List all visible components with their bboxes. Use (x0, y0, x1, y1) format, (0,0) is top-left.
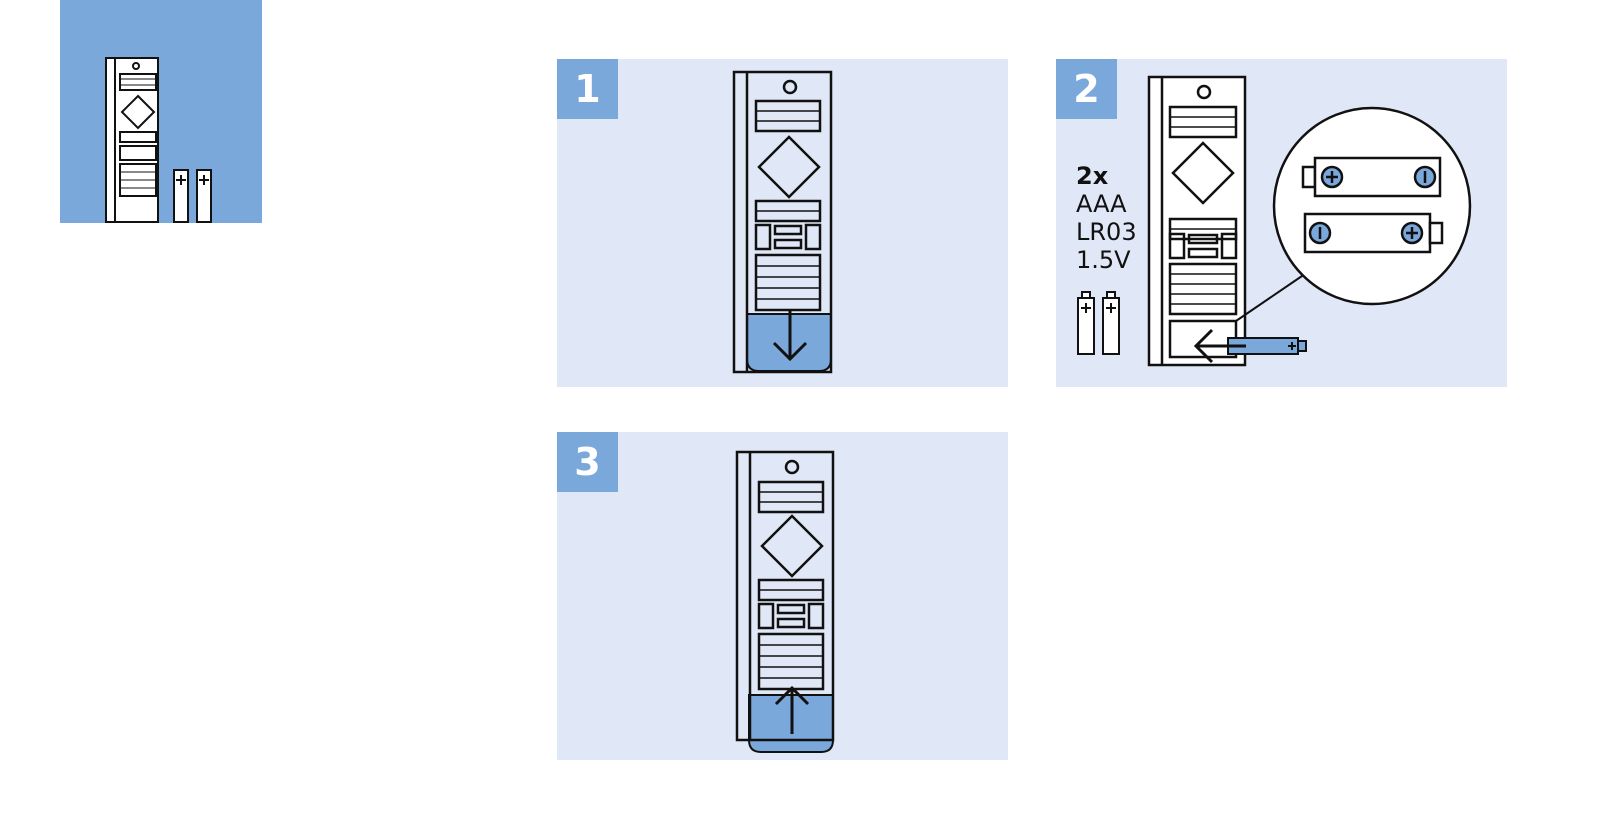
battery-type: AAA (1076, 190, 1137, 218)
step-number-badge: 3 (557, 432, 618, 492)
remote-back-slide-cover-up-icon (557, 432, 1008, 760)
battery-voltage: 1.5V (1076, 246, 1137, 274)
step-number-badge: 1 (557, 59, 618, 119)
battery-iec-code: LR03 (1076, 218, 1137, 246)
step-3-panel: 3 (557, 432, 1008, 760)
remote-with-batteries-icon (60, 0, 262, 223)
step-2-panel: 2 2x AAA LR03 1.5V (1056, 59, 1507, 387)
thumbnail-remote-batteries (60, 0, 262, 223)
step-1-panel: 1 (557, 59, 1008, 387)
battery-quantity: 2x (1076, 162, 1137, 190)
remote-back-slide-cover-down-icon (557, 59, 1008, 387)
step-number-badge: 2 (1056, 59, 1117, 119)
battery-spec: 2x AAA LR03 1.5V (1076, 162, 1137, 274)
